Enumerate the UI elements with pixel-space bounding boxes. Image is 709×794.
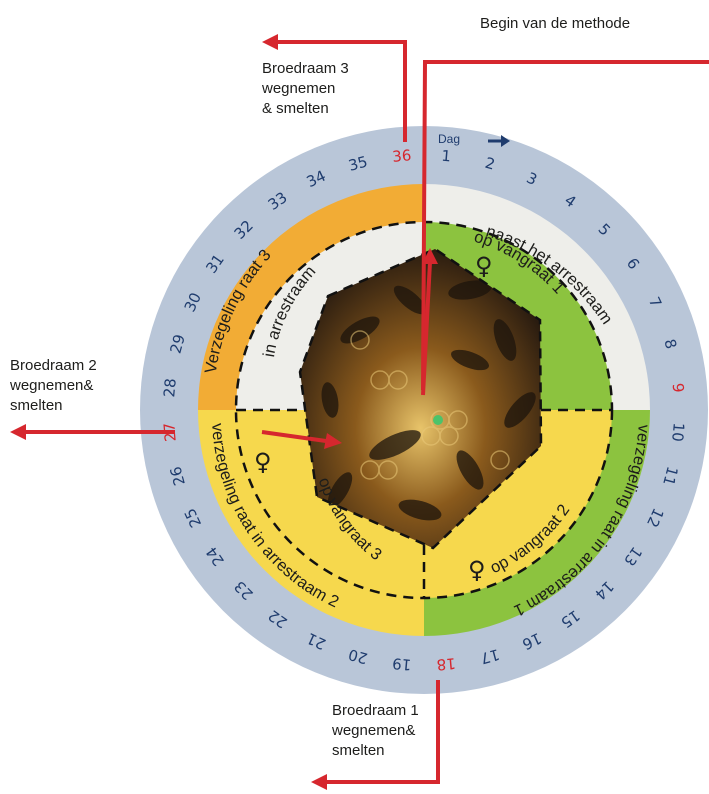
day-number: 1 bbox=[441, 147, 452, 166]
day-number: 11 bbox=[659, 464, 681, 487]
day-number: 26 bbox=[167, 464, 189, 487]
arrows bbox=[25, 40, 709, 784]
day-number: 10 bbox=[668, 422, 688, 443]
inner-arrow-left bbox=[261, 430, 327, 443]
svg-text:wegnemen&: wegnemen& bbox=[331, 722, 415, 739]
queen-icon: ♀ bbox=[475, 252, 493, 280]
arrowhead-icon bbox=[262, 34, 278, 50]
begin-label: Begin van de methode bbox=[480, 15, 630, 32]
svg-text:wegnemen: wegnemen bbox=[261, 80, 335, 97]
arrowhead-icon bbox=[311, 774, 327, 790]
inner-arrow-up bbox=[421, 261, 432, 396]
queen-icon: ♀ bbox=[468, 556, 486, 584]
day-number: 28 bbox=[160, 378, 180, 399]
annotation-raam-2: Broedraam 2 wegnemen& smelten bbox=[9, 357, 97, 414]
day-number: 35 bbox=[346, 153, 369, 175]
direction-arrow-icon bbox=[488, 135, 510, 147]
day-number: 8 bbox=[660, 337, 680, 351]
arrowhead-icon bbox=[422, 248, 438, 264]
begin-arrow bbox=[421, 60, 709, 391]
annotation-raam-1: Broedraam 1 wegnemen& smelten bbox=[331, 702, 419, 759]
day-number: 17 bbox=[478, 645, 501, 667]
arrow-raam-1 bbox=[325, 680, 440, 784]
arrow-raam-3 bbox=[275, 40, 407, 142]
svg-text:Broedraam 2: Broedraam 2 bbox=[10, 357, 97, 374]
svg-text:smelten: smelten bbox=[10, 397, 63, 414]
dag-label: Dag bbox=[438, 132, 460, 146]
marked-queen bbox=[433, 415, 443, 425]
svg-text:& smelten: & smelten bbox=[262, 100, 329, 117]
arrowhead-icon bbox=[10, 424, 26, 440]
queen-icon: ♀ bbox=[254, 448, 272, 476]
svg-text:smelten: smelten bbox=[332, 742, 385, 759]
day-number: 36 bbox=[392, 146, 413, 166]
day-number: 9 bbox=[669, 382, 688, 393]
day-number: 2 bbox=[483, 154, 497, 174]
svg-text:Broedraam 3: Broedraam 3 bbox=[262, 60, 349, 77]
arrowhead-icon bbox=[324, 433, 342, 449]
day-number: 19 bbox=[392, 654, 413, 674]
day-number: 20 bbox=[346, 645, 369, 667]
svg-text:Broedraam 1: Broedraam 1 bbox=[332, 702, 419, 719]
day-number: 18 bbox=[436, 654, 457, 674]
honeycomb-photo bbox=[298, 247, 543, 550]
day-number: 29 bbox=[167, 332, 189, 355]
svg-text:wegnemen&: wegnemen& bbox=[9, 377, 93, 394]
annotation-raam-3: Broedraam 3 wegnemen & smelten bbox=[261, 60, 349, 117]
dashed-hexagon bbox=[298, 247, 543, 550]
